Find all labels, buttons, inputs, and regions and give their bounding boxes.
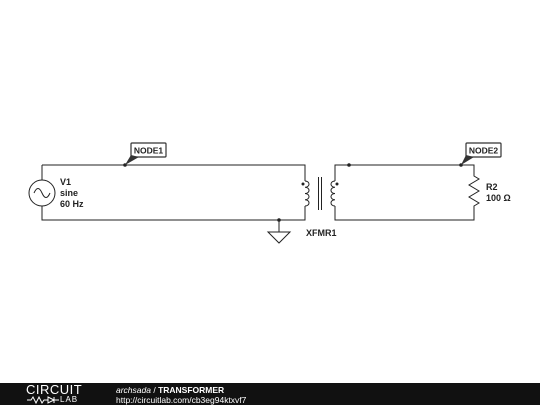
- polarity-dot-secondary: [335, 182, 339, 186]
- junction-dot-secondary-top: [347, 163, 351, 167]
- v1-name-label: V1: [60, 177, 71, 187]
- primary-coil: [304, 180, 310, 207]
- schematic-canvas: V1 sine 60 Hz XFMR1 R2 100 Ω NODE1 NODE2: [28, 142, 511, 244]
- node2-tag-pointer: [461, 155, 474, 165]
- r2-name-label: R2: [486, 182, 498, 192]
- ground-symbol[interactable]: [266, 231, 292, 244]
- logo-text-bottom: LAB: [60, 395, 79, 404]
- author-name[interactable]: archsada: [116, 385, 151, 395]
- node1-label: NODE1: [134, 146, 164, 156]
- xfmr1-name-label: XFMR1: [306, 228, 337, 238]
- logo-text-top: CIRCUIT: [26, 382, 83, 397]
- logo-wire-icon: [27, 395, 59, 405]
- node1-tag[interactable]: NODE1: [125, 142, 167, 165]
- wire-top-right: [334, 164, 475, 181]
- credit-line: archsada / TRANSFORMER: [116, 385, 224, 395]
- circuit-title: TRANSFORMER: [158, 385, 225, 395]
- node2-label: NODE2: [469, 146, 499, 156]
- wire-top-left: [42, 164, 306, 181]
- circuitlab-logo[interactable]: CIRCUIT LAB: [26, 382, 96, 405]
- circuit-url-link[interactable]: http://circuitlab.com/cb3eg94ktxvf7: [116, 395, 247, 405]
- v1-type-label: sine: [60, 188, 78, 198]
- wire-v1-bottom: [41, 206, 306, 221]
- credit-separator: /: [150, 385, 159, 395]
- resistor-r2[interactable]: [468, 172, 480, 210]
- v1-frequency-label: 60 Hz: [60, 199, 84, 209]
- secondary-coil: [330, 180, 336, 207]
- polarity-dot-primary: [301, 182, 305, 186]
- footer-bar: CIRCUIT LAB archsada / TRANSFORMER http:…: [0, 383, 540, 405]
- sine-wave-icon: [33, 188, 51, 198]
- transformer-xfmr1[interactable]: [304, 177, 336, 210]
- junction-dot-ground: [277, 218, 281, 222]
- r2-value-label: 100 Ω: [486, 193, 511, 203]
- node2-tag[interactable]: NODE2: [461, 142, 502, 165]
- voltage-source-v1[interactable]: [28, 179, 56, 207]
- node1-tag-pointer: [125, 155, 139, 165]
- wire-bottom-right: [334, 206, 475, 221]
